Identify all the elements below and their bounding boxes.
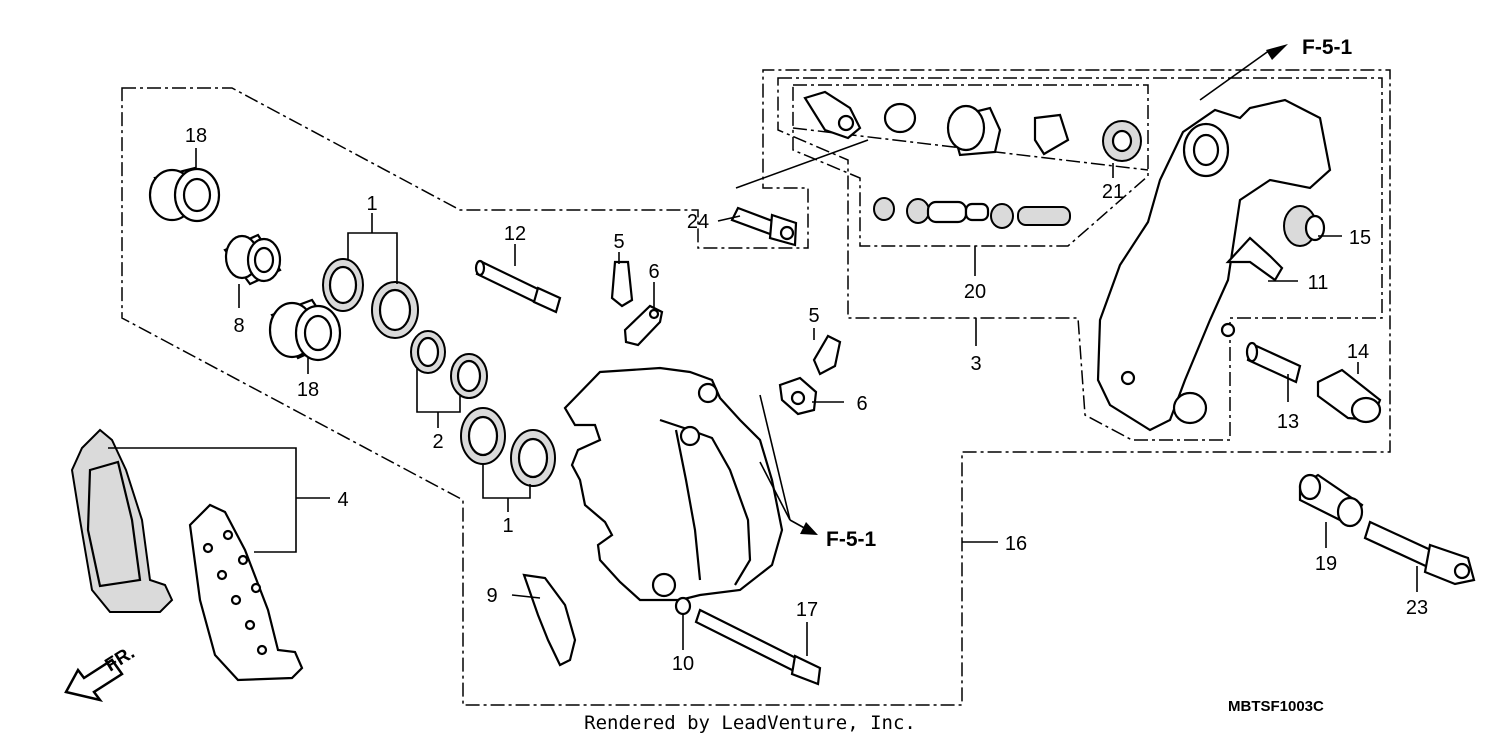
reference-f-5-1-upper[interactable]: F-5-1 <box>1302 36 1352 59</box>
caliper-group-boundary <box>121 69 1391 706</box>
callout-10: 10 <box>672 653 694 675</box>
callout-19: 19 <box>1315 553 1337 575</box>
reference-f-5-1-lower[interactable]: F-5-1 <box>826 528 876 551</box>
caliper-bracket[interactable] <box>1096 98 1332 432</box>
pad-pin-12[interactable] <box>474 259 562 314</box>
callout-9: 9 <box>486 585 497 607</box>
brake-pad-front[interactable] <box>70 428 174 613</box>
callout-2: 2 <box>432 431 443 453</box>
callout-6-upper: 6 <box>648 261 659 283</box>
callout-1-lower: 1 <box>502 515 513 537</box>
arrowhead-lower <box>800 522 818 535</box>
piston-seal-set-middle[interactable] <box>410 330 488 399</box>
callout-17: 17 <box>796 599 818 621</box>
brake-pad-rear[interactable] <box>188 503 304 682</box>
callout-8: 8 <box>233 315 244 337</box>
bolt-23[interactable] <box>1363 520 1476 586</box>
arrowhead-upper <box>1266 44 1288 60</box>
callout-14: 14 <box>1347 341 1369 363</box>
bleed-valve-upper[interactable] <box>610 260 634 308</box>
callout-21: 21 <box>1102 181 1124 203</box>
bracket-group-boundary <box>777 77 1383 441</box>
bleed-cap-upper[interactable] <box>623 304 664 347</box>
callout-18-upper: 18 <box>185 125 207 147</box>
bolt-17[interactable] <box>694 608 822 686</box>
callout-12: 12 <box>504 223 526 245</box>
callout-13: 13 <box>1277 411 1299 433</box>
piston-seal-set-upper[interactable] <box>322 258 419 339</box>
callout-5-lower: 5 <box>808 305 819 327</box>
callout-24: 24 <box>687 211 709 233</box>
caliper-body[interactable] <box>563 366 784 602</box>
render-credit: Rendered by LeadVenture, Inc. <box>584 712 916 734</box>
callout-18-lower: 18 <box>297 379 319 401</box>
callout-23: 23 <box>1406 597 1428 619</box>
piston-lower[interactable] <box>268 298 342 362</box>
pin-kit-components[interactable] <box>803 90 1142 162</box>
bleed-cap-lower[interactable] <box>778 376 818 416</box>
front-direction-arrow: FR. <box>64 642 139 703</box>
pad-spring-9[interactable] <box>522 573 577 667</box>
pin-13[interactable] <box>1245 341 1302 384</box>
callout-5-upper: 5 <box>613 231 624 253</box>
callout-1-upper: 1 <box>366 193 377 215</box>
seal-set-boundary <box>792 84 1149 247</box>
bolt-24[interactable] <box>730 206 798 247</box>
retainer-11[interactable] <box>1225 236 1284 282</box>
bleed-valve-lower[interactable] <box>812 334 842 376</box>
sleeve-8[interactable] <box>223 233 282 286</box>
bolt-14[interactable] <box>1316 368 1382 424</box>
callout-11: 11 <box>1308 272 1329 294</box>
callout-3: 3 <box>970 353 981 375</box>
callout-20: 20 <box>964 281 986 303</box>
small-parts-set-20[interactable] <box>873 197 1071 229</box>
boot-15[interactable] <box>1283 205 1326 247</box>
piston-seal-set-lower[interactable] <box>460 407 556 487</box>
collar-19[interactable] <box>1298 473 1364 528</box>
callout-6-lower: 6 <box>856 393 867 415</box>
leader-lines <box>108 49 1418 656</box>
piston-upper[interactable] <box>148 166 221 223</box>
callout-15: 15 <box>1349 227 1371 249</box>
diagram-code: MBTSF1003C <box>1228 698 1324 715</box>
callout-4: 4 <box>337 489 348 511</box>
callout-16: 16 <box>1005 533 1027 555</box>
washer-10[interactable] <box>674 596 692 616</box>
